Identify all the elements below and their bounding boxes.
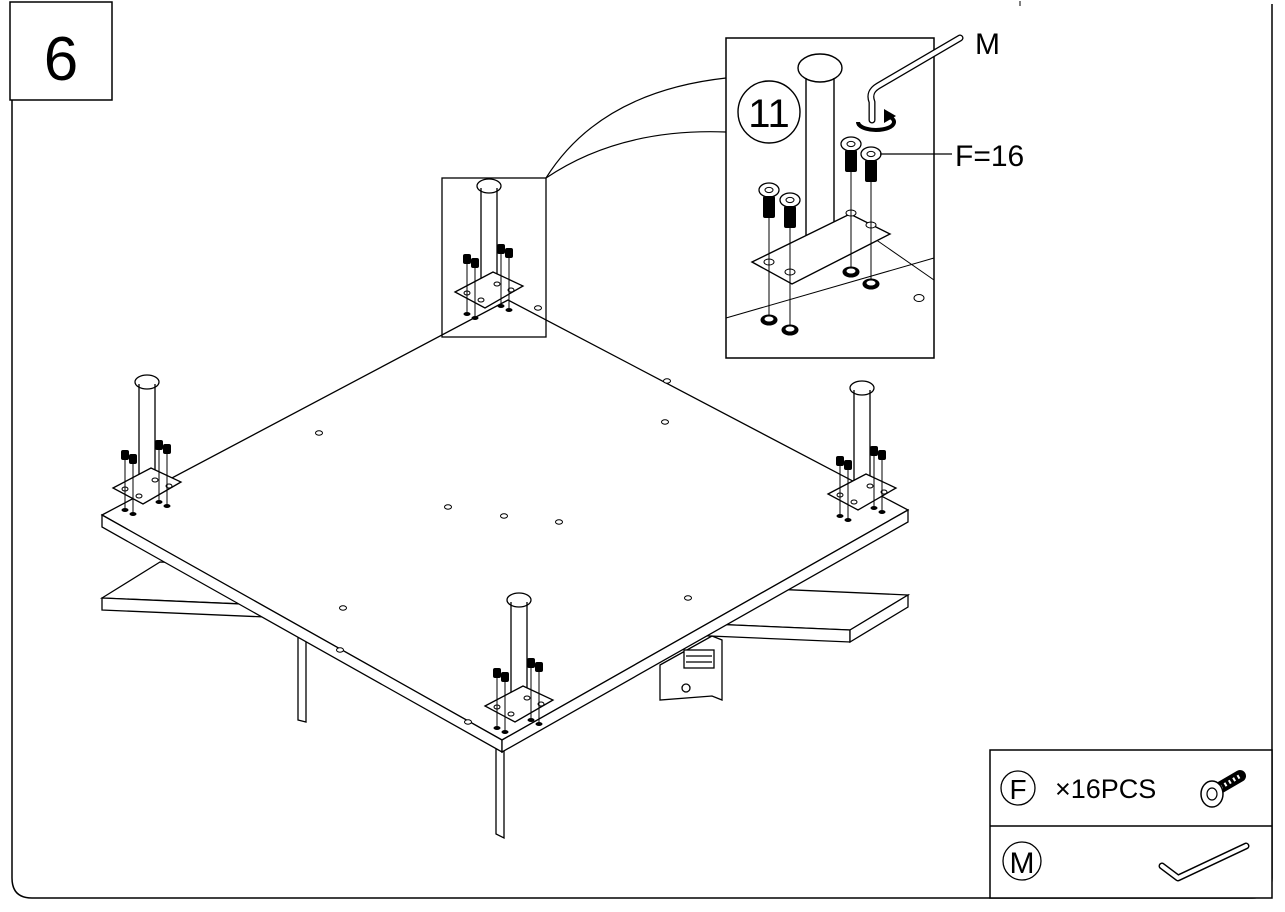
tabletop-holes [315, 305, 692, 725]
legend-quantity-f: ×16PCS [1055, 774, 1156, 804]
part-number: 11 [748, 92, 790, 136]
tool-label: M [975, 28, 1000, 61]
screw-label: F=16 [955, 140, 1024, 173]
rotation-arrow-icon [856, 109, 896, 132]
parts-legend: F ×16PCS M [989, 749, 1273, 899]
detail-view: 11 [725, 34, 964, 359]
side-panels [297, 619, 723, 840]
step-number: 6 [44, 25, 78, 94]
allen-key-icon [867, 34, 964, 124]
screw-icon [1200, 770, 1246, 808]
table-leg-back [454, 178, 524, 321]
legend-letter-f: F [1009, 774, 1026, 805]
callout-line-lower [545, 131, 727, 179]
allen-key-legend-icon [1158, 842, 1250, 882]
part-number-badge [737, 80, 801, 144]
legend-row-f: F ×16PCS [1000, 770, 1246, 808]
step-number-box [9, 1, 113, 101]
legend-letter-circle-m [1002, 841, 1042, 881]
callout-frame [441, 177, 547, 338]
callout-line-upper [545, 77, 727, 179]
legend-row-m: M [1002, 841, 1250, 882]
detail-screws [758, 136, 882, 228]
legend-letter-circle-f [1000, 770, 1036, 806]
legend-letter-m: M [1010, 847, 1035, 880]
tabletop [100, 299, 910, 754]
